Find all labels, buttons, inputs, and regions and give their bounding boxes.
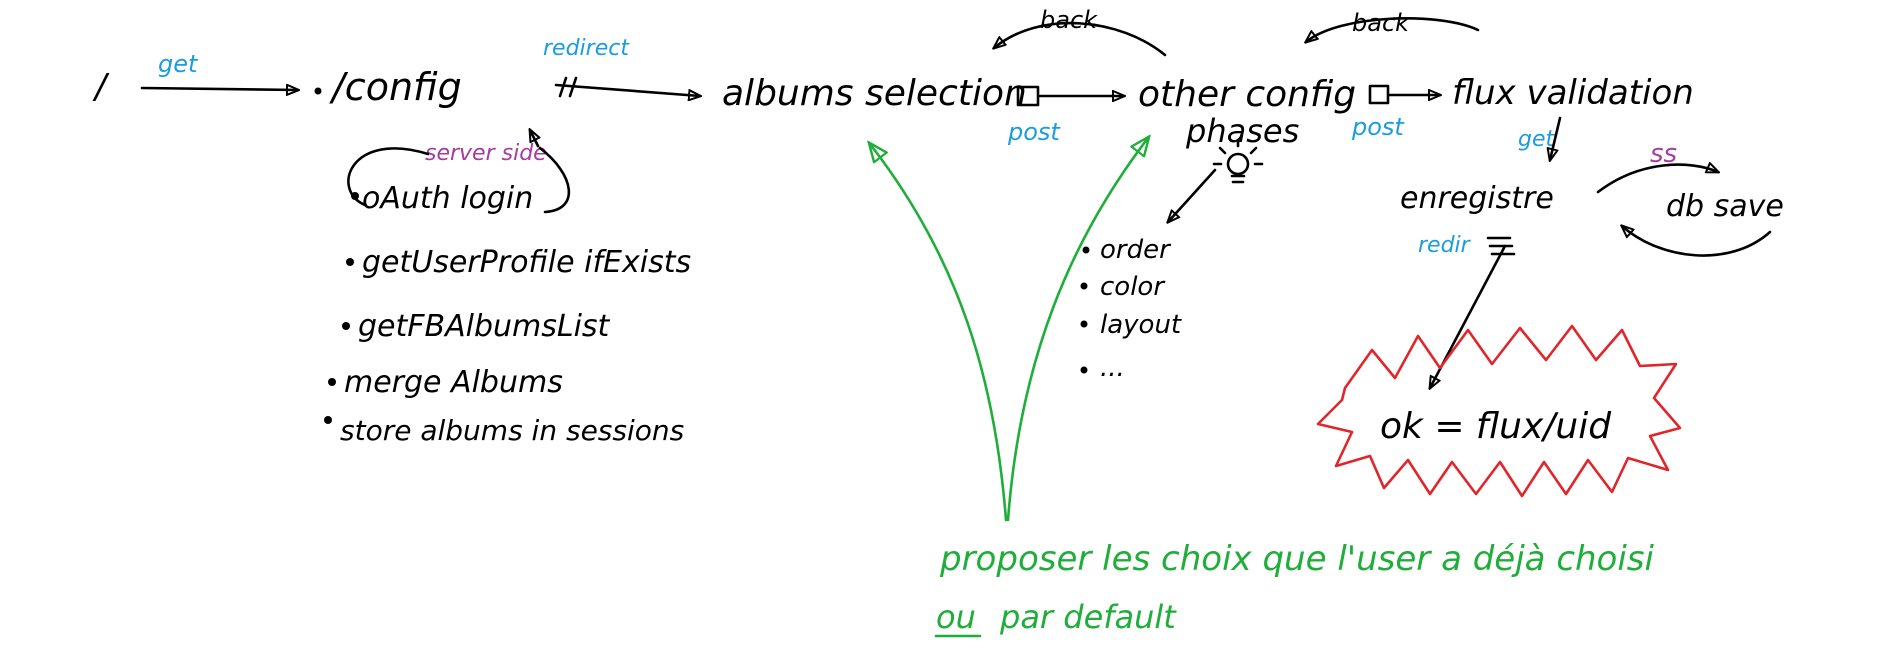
- bullet: [328, 378, 336, 386]
- bullet: [1080, 320, 1088, 328]
- phases-arrow: [1168, 168, 1217, 222]
- bullet: [324, 416, 332, 424]
- phases-list: order color layout ...: [1080, 235, 1182, 383]
- get-label: get: [158, 50, 199, 78]
- bullet: [351, 192, 359, 200]
- note-arrow-other-config: [1006, 138, 1148, 522]
- server-step: oAuth login: [362, 181, 533, 216]
- server-step: store albums in sessions: [340, 414, 684, 447]
- redirect-arrow: [554, 83, 700, 96]
- post-box-1: [1016, 85, 1040, 107]
- note-line-1: proposer les choix que l'user a déjà cho…: [939, 539, 1655, 579]
- server-step: getUserProfile ifExists: [362, 245, 691, 280]
- server-step: merge Albums: [344, 365, 563, 400]
- server-side-label: server side: [425, 141, 547, 166]
- phases-label: phases: [1185, 112, 1299, 150]
- enregistre-node: enregistre: [1400, 181, 1554, 216]
- note-line-2-rest: par default: [999, 598, 1177, 636]
- albums-selection-node: albums selection: [722, 73, 1027, 114]
- note-line-2-emphasis: ou: [936, 598, 976, 636]
- db-return-arrow: [1622, 226, 1772, 257]
- bullet: [342, 322, 350, 330]
- redir-tick-marks: [1486, 236, 1516, 256]
- redir-label: redir: [1418, 233, 1472, 258]
- get-arrow-2: [1550, 116, 1562, 160]
- server-steps-list: oAuth login getUserProfile ifExists getF…: [324, 181, 691, 447]
- db-save-node: db save: [1666, 189, 1784, 224]
- back-label-1: back: [1040, 6, 1098, 34]
- post-label-2: post: [1351, 113, 1405, 141]
- config-node: /config: [329, 65, 462, 109]
- bullet: [314, 87, 322, 95]
- phases-item: ...: [1100, 353, 1125, 383]
- back-arrow-2: [1306, 17, 1480, 42]
- post-box-2: [1368, 84, 1390, 105]
- server-loop-arrow: [530, 130, 538, 148]
- lightbulb-icon: [1212, 138, 1264, 184]
- other-config-node: other config: [1138, 74, 1356, 115]
- get-label-2: get: [1518, 127, 1556, 152]
- redirect-tick-marks: [558, 76, 578, 98]
- note-arrow-albums: [870, 144, 1008, 522]
- flux-validation-node: flux validation: [1452, 73, 1694, 113]
- bullet: [1080, 282, 1088, 290]
- server-step: getFBAlbumsList: [358, 309, 611, 344]
- redirect-label: redirect: [543, 36, 630, 61]
- post-label-1: post: [1007, 118, 1061, 146]
- root-path: /: [92, 67, 110, 107]
- ok-result: ok = flux/uid: [1380, 406, 1612, 447]
- bullet: [1080, 366, 1088, 374]
- phases-item: order: [1100, 235, 1172, 265]
- back-arrow-1: [994, 21, 1167, 57]
- phases-item: color: [1100, 272, 1166, 302]
- bullet: [346, 258, 354, 266]
- server-loop-right: [538, 146, 571, 214]
- back-label-2: back: [1352, 9, 1410, 37]
- phases-item: layout: [1100, 310, 1182, 340]
- burst-shape: [1316, 324, 1682, 498]
- bullet: [1082, 246, 1090, 254]
- get-arrow: [140, 88, 298, 90]
- ss-arrow: [1596, 165, 1718, 194]
